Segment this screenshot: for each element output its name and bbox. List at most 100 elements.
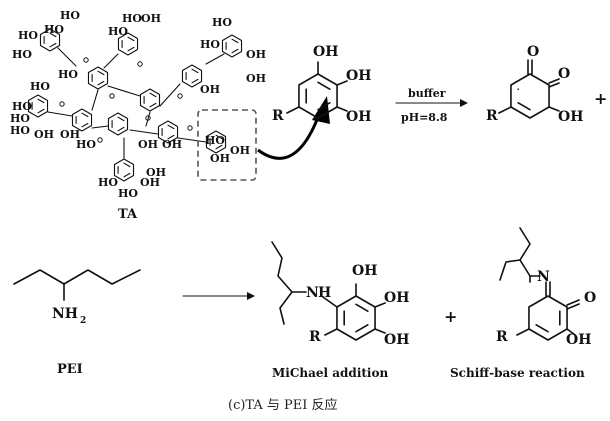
ta-label-ho: HO [205, 134, 225, 147]
carbonyl-oxygen-mark [187, 125, 193, 131]
ta-ester-links [47, 47, 225, 159]
quinone-bond [498, 106, 512, 114]
schiff-carbonyl [566, 303, 580, 310]
ester-link [107, 85, 141, 97]
michael-bond [374, 328, 386, 334]
carbonyl-oxygen-mark [177, 93, 183, 99]
ta-label-oh: OH [140, 176, 160, 189]
curved-arrow [257, 96, 330, 160]
ta-molecule: HO HO HO OH HO HO HO OH HO HO HO OH HO O… [10, 9, 266, 222]
quinone-carbonyl [548, 82, 560, 88]
galloyl-ring [139, 88, 161, 112]
ester-link [91, 125, 109, 129]
schiff-o: O [584, 290, 596, 306]
quinone-ring [510, 73, 550, 119]
ta-label-oh: OH [162, 138, 182, 151]
ta-label-oh: OH [141, 12, 161, 25]
pyrogallol-bond [336, 106, 348, 112]
ta-label-ho: HO [118, 187, 138, 200]
schiff-product: N O OH R Schiff-base reaction [450, 227, 596, 380]
pei-nh-subscript: 2 [80, 316, 86, 326]
galloyl-ring [71, 108, 93, 132]
galloyl-ring [221, 34, 243, 58]
plus-sign-top: + [594, 89, 607, 108]
ta-label-oh: OH [210, 152, 230, 165]
ta-label-oh: OH [34, 128, 54, 141]
ester-link [103, 53, 119, 69]
michael-oh-middle: OH [384, 290, 409, 306]
figure-caption: (c)TA 与 PEI 反应 [228, 397, 338, 413]
ta-label-ho: HO [200, 38, 220, 51]
pei-nh: NH [52, 306, 78, 322]
michael-h: H [318, 285, 331, 301]
ta-label-oh: OH [60, 128, 80, 141]
michael-product: N H OH OH OH R MiChael addition [271, 241, 409, 380]
schiff-bond [566, 328, 576, 336]
ta-label-ho: HO [212, 16, 232, 29]
galloyl-ring [39, 28, 61, 52]
ta-label-ho: HO [18, 29, 38, 42]
ta-label-oh: OH [146, 166, 166, 179]
ta-label-ho: HO [98, 176, 118, 189]
galloyl-ring [27, 94, 49, 118]
quinone-bond [548, 106, 560, 112]
pyrogallol-bond [286, 106, 300, 114]
pyrogallol-oh-top: OH [313, 44, 338, 60]
michael-n: N [306, 285, 319, 301]
carbonyl-oxygen-mark [145, 115, 151, 121]
ta-label-oh: OH [138, 138, 158, 151]
michael-addition-label: MiChael addition [272, 366, 388, 380]
ta-label-ho: HO [12, 100, 32, 113]
galloyl-ring [117, 32, 139, 56]
quinone-carbonyl [548, 78, 560, 84]
ph-label: pH=8.8 [401, 111, 448, 124]
galloyl-ring [181, 64, 203, 88]
pyrogallol-bond [336, 80, 348, 86]
quinone-structure: O O OH R [486, 44, 583, 125]
ta-label-ho: HO [76, 138, 96, 151]
schiff-double-bond [535, 324, 549, 333]
schiff-n: N [537, 269, 550, 285]
ta-label-oh: OH [230, 144, 250, 157]
ta-hydroxyl-labels: HO HO HO OH HO HO HO OH HO HO HO OH HO O… [10, 9, 266, 200]
galloyl-ring [87, 66, 109, 90]
carbonyl-oxygen-mark [137, 61, 143, 67]
pyrogallol-oh-bottom: OH [346, 109, 371, 125]
schiff-bond [516, 328, 530, 336]
michael-bond [322, 296, 338, 308]
schiff-oh: OH [566, 332, 591, 348]
quinone-oh: OH [558, 109, 583, 125]
michael-ring [336, 295, 376, 341]
pyrogallol-oh-middle: OH [346, 68, 371, 84]
buffer-label: buffer [408, 87, 446, 100]
ta-label-oh: OH [200, 83, 220, 96]
plus-sign-bottom: + [444, 307, 457, 326]
ta-label-ho: HO [60, 9, 80, 22]
ta-label-ho: HO [44, 23, 64, 36]
reaction-arrow-bottom [182, 292, 255, 300]
galloyl-ring [107, 112, 129, 136]
galloyl-ring [157, 120, 179, 144]
michael-r: R [309, 329, 321, 345]
michael-bond [374, 302, 386, 308]
carbonyl-oxygen-mark [109, 93, 115, 99]
pei-structure: NH 2 PEI [13, 269, 141, 377]
ta-label-ho: HO [30, 80, 50, 93]
ta-label-ho: HO [12, 48, 32, 61]
ta-label-ho: HO [58, 68, 78, 81]
pyrogallol-r: R [272, 108, 284, 124]
carbonyl-oxygen-mark [97, 137, 103, 143]
galloyl-ring [113, 158, 135, 182]
galloyl-ring [205, 130, 227, 154]
galloyl-selection-box [197, 109, 257, 181]
ester-link [91, 89, 99, 111]
pei-label: PEI [57, 362, 83, 377]
oxidation-arrow: buffer pH=8.8 [395, 87, 468, 124]
ta-galloyl-rings [27, 28, 243, 182]
ta-label: TA [118, 207, 138, 222]
ta-label-oh: OH [246, 48, 266, 61]
michael-oh-bottom: OH [384, 332, 409, 348]
schiff-base-label: Schiff-base reaction [450, 366, 585, 380]
schiff-carbonyl [566, 299, 580, 306]
ester-link [57, 47, 77, 67]
